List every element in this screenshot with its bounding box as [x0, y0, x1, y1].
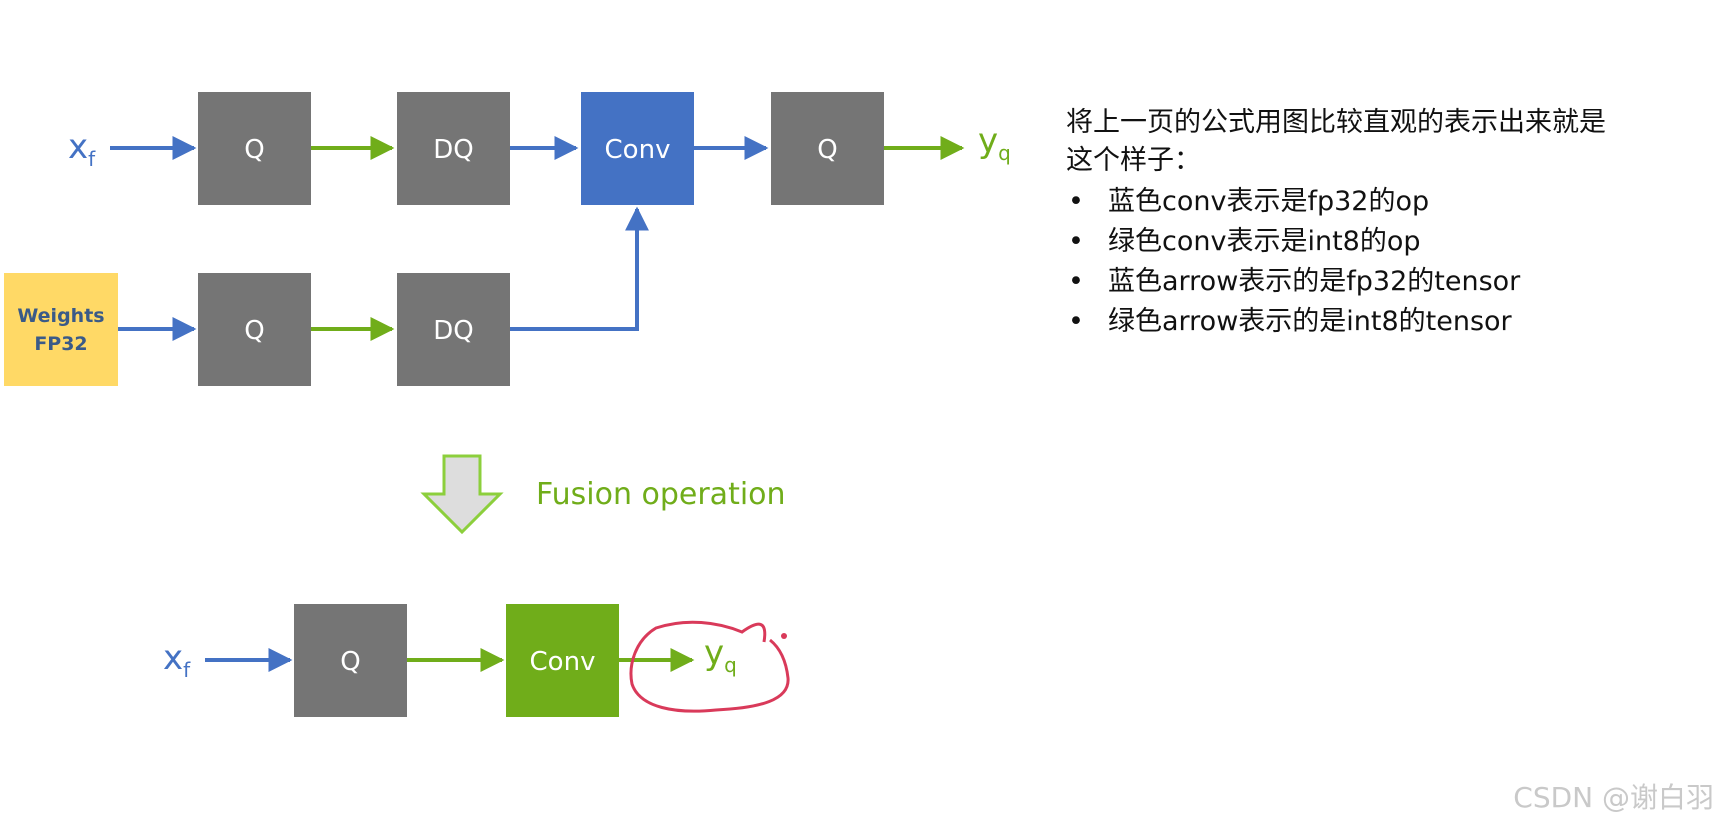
conv-int8-op-label: Conv [530, 647, 596, 677]
explanation-bullets: •蓝色conv表示是fp32的op •绿色conv表示是int8的op •蓝色a… [1066, 182, 1716, 342]
top-output-label: yq [978, 121, 1011, 165]
arrow-fp32-weights-dq-to-conv [510, 206, 649, 331]
list-item: •绿色arrow表示的是int8的tensor [1066, 302, 1716, 342]
fusion-operation-label: Fusion operation [536, 477, 786, 512]
dq-op-label: DQ [433, 135, 474, 165]
weights-label: Weights [17, 305, 104, 327]
bullet-icon: • [1068, 266, 1084, 297]
red-annotation-circle [629, 620, 790, 713]
weights-q-op-label: Q [244, 316, 264, 346]
conv-int8-op-box [506, 604, 619, 717]
bottom-output-label: yq [704, 633, 737, 677]
bottom-q-op-label: Q [340, 647, 360, 677]
bullet-icon: • [1068, 306, 1084, 337]
list-item: •绿色conv表示是int8的op [1066, 222, 1716, 262]
weights-fp32-box [4, 273, 118, 386]
dq-op-box [397, 92, 510, 205]
fusion-down-arrow-icon [420, 454, 504, 535]
bullet-icon: • [1068, 226, 1084, 257]
red-annotation-dot [781, 633, 787, 639]
list-item: •蓝色arrow表示的是fp32的tensor [1066, 262, 1716, 302]
q-output-op-box [771, 92, 884, 205]
weights-dq-op-box [397, 273, 510, 386]
q-op-label: Q [244, 135, 264, 165]
weights-q-op-box [198, 273, 311, 386]
top-input-label: xf [68, 127, 96, 171]
weights-dq-op-label: DQ [433, 316, 474, 346]
explanation-line-1: 将上一页的公式用图比较直观的表示出来就是 [1066, 107, 1606, 138]
bottom-input-label: xf [163, 638, 191, 682]
conv-fp32-op-box [581, 92, 694, 205]
q-op-box [198, 92, 311, 205]
bottom-q-op-box [294, 604, 407, 717]
list-item: •蓝色conv表示是fp32的op [1066, 182, 1716, 222]
explanation-panel: 将上一页的公式用图比较直观的表示出来就是 这个样子： •蓝色conv表示是fp3… [1066, 104, 1716, 342]
explanation-line-2: 这个样子： [1066, 145, 1201, 176]
weights-precision-label: FP32 [34, 333, 87, 355]
q-output-op-label: Q [817, 135, 837, 165]
conv-fp32-op-label: Conv [605, 135, 671, 165]
csdn-watermark: CSDN @谢白羽 [1513, 781, 1714, 814]
bullet-icon: • [1068, 186, 1084, 217]
